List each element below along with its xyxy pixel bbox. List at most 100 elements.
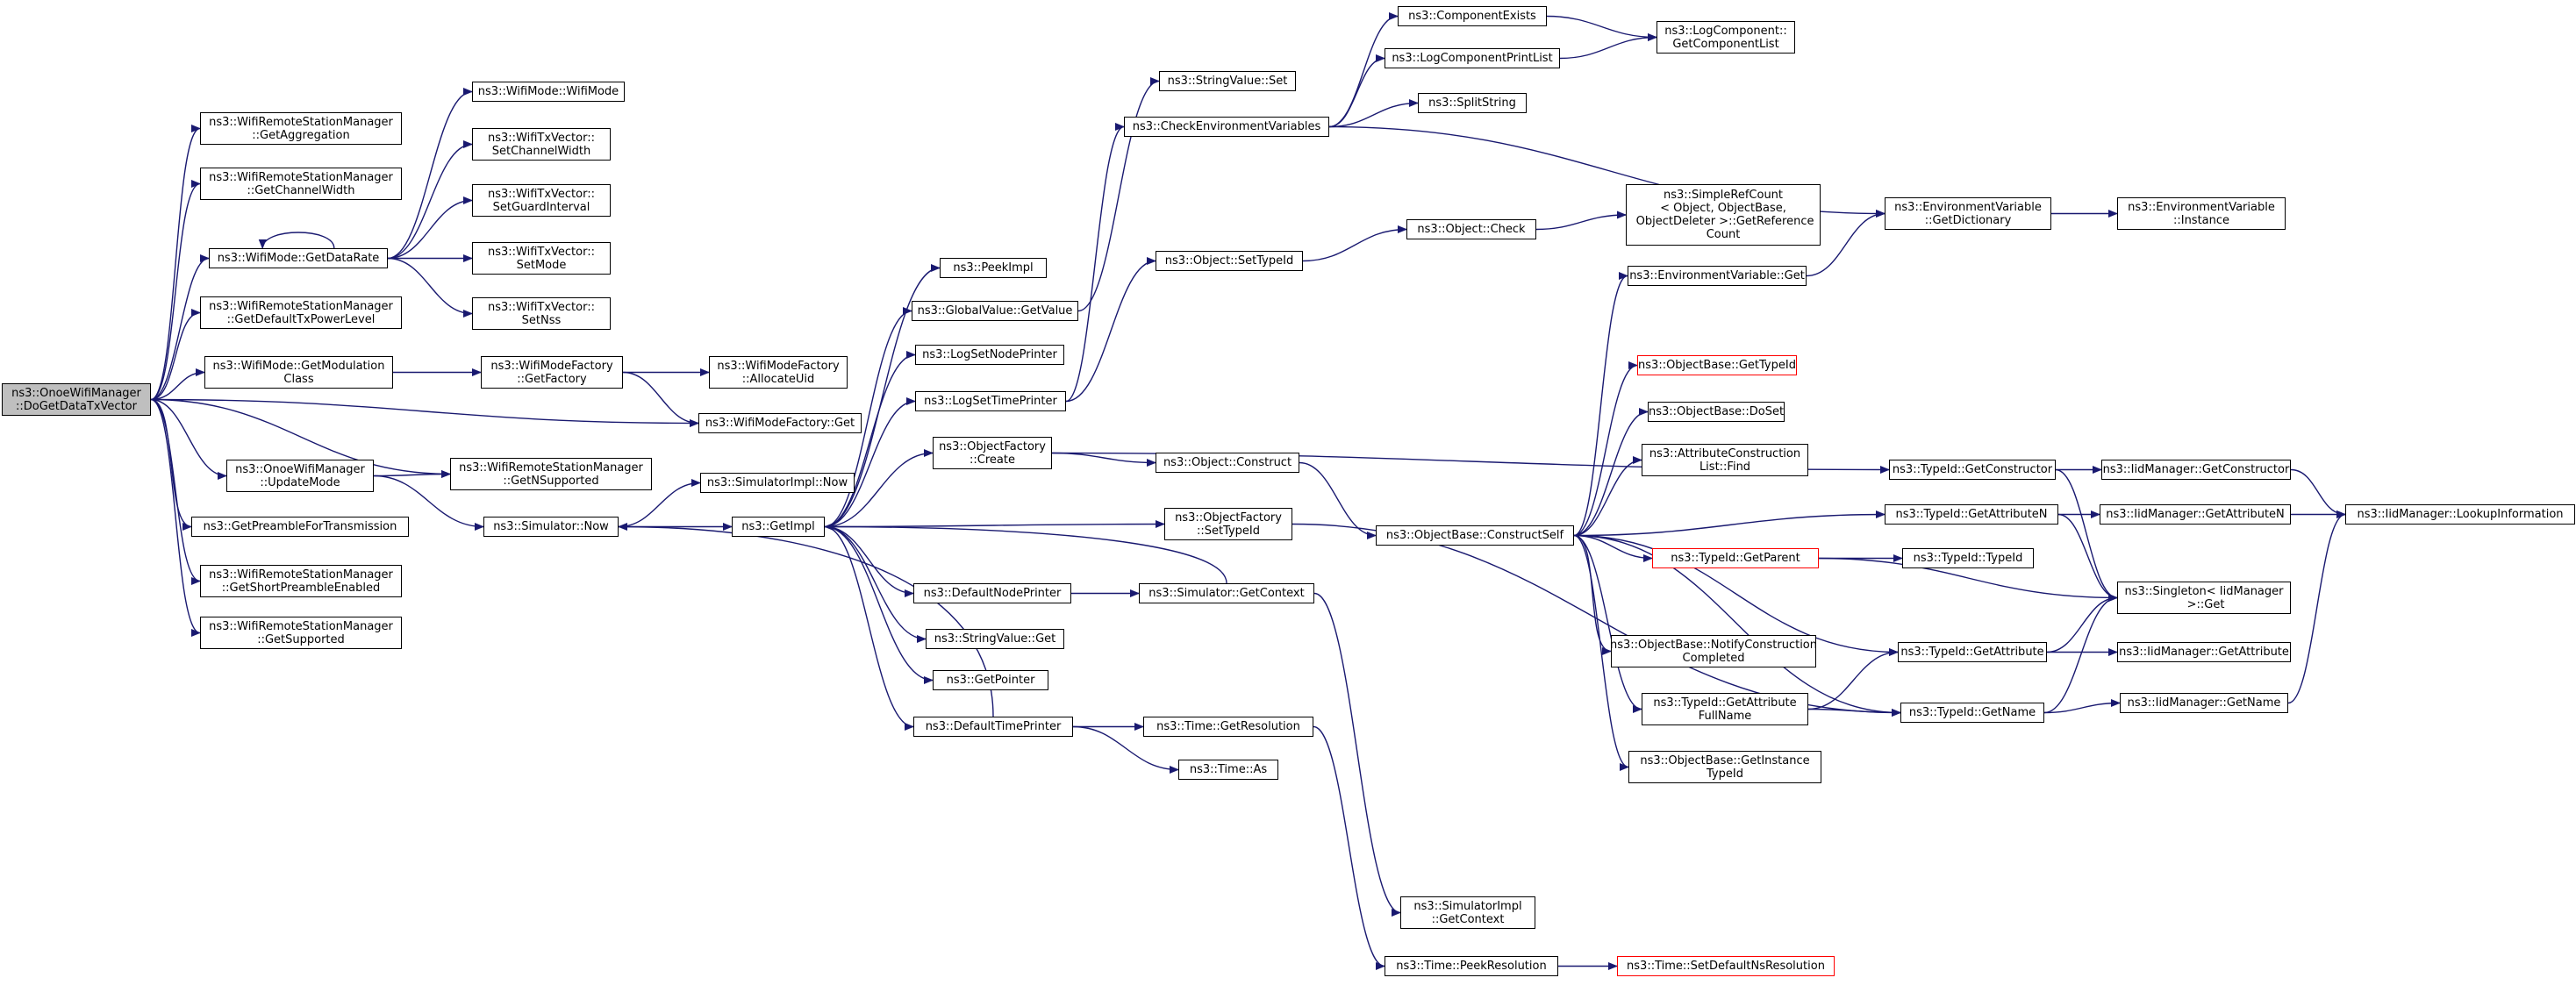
node-ob-get-type-id[interactable]: ns3::ObjectBase::GetTypeId — [1637, 355, 1797, 375]
node-get-mod-class[interactable]: ns3::WifiMode::GetModulation Class — [204, 356, 393, 389]
node-get-aggregation[interactable]: ns3::WifiRemoteStationManager ::GetAggre… — [200, 112, 402, 145]
edge-checkEnv-to-splitString — [1328, 99, 1420, 128]
node-factory-get[interactable]: ns3::WifiModeFactory::Get — [698, 413, 862, 433]
node-get-preamble[interactable]: ns3::GetPreambleForTransmission — [191, 517, 409, 537]
node-get-short-preamble[interactable]: ns3::WifiRemoteStationManager ::GetShort… — [200, 565, 402, 597]
edge-iidGetCtor-to-iidLookup — [2290, 468, 2347, 518]
node-get-impl[interactable]: ns3::GetImpl — [732, 517, 825, 537]
edge-tidGetAttrN-to-singletonGet — [2057, 513, 2119, 602]
node-time-peek-res[interactable]: ns3::Time::PeekResolution — [1385, 956, 1558, 976]
edge-tidGetName-to-singletonGet — [2043, 594, 2119, 714]
edge-getImpl-to-ofSetTypeId — [824, 520, 1166, 528]
node-sim-impl-get-ctx[interactable]: ns3::SimulatorImpl ::GetContext — [1400, 896, 1535, 929]
node-tid-get-attr-n[interactable]: ns3::TypeId::GetAttributeN — [1885, 504, 2058, 525]
edge-getImpl-to-getPointer — [824, 525, 934, 684]
edge-getImpl-to-logSetTime — [824, 397, 917, 528]
node-component-exists[interactable]: ns3::ComponentExists — [1398, 6, 1547, 26]
node-attr-cons-find[interactable]: ns3::AttributeConstruction List::Find — [1642, 444, 1808, 476]
node-ob-notify[interactable]: ns3::ObjectBase::NotifyConstruction Comp… — [1610, 635, 1817, 667]
node-wifi-mode-ctor[interactable]: ns3::WifiMode::WifiMode — [472, 82, 625, 102]
edge-root-to-getSupported — [150, 398, 202, 637]
node-def-time-printer[interactable]: ns3::DefaultTimePrinter — [913, 717, 1073, 737]
node-singleton-get[interactable]: ns3::Singleton< IidManager >::Get — [2117, 582, 2291, 614]
edge-tidGetAttr-to-singletonGet — [2046, 594, 2119, 653]
node-env-get[interactable]: ns3::EnvironmentVariable::Get — [1628, 266, 1807, 286]
node-def-node-printer[interactable]: ns3::DefaultNodePrinter — [913, 583, 1071, 603]
node-get-default-tx-power[interactable]: ns3::WifiRemoteStationManager ::GetDefau… — [200, 296, 402, 329]
node-peek-impl[interactable]: ns3::PeekImpl — [940, 258, 1047, 278]
edge-tidGetParent-to-singletonGet — [1818, 557, 2119, 602]
edge-tidGetAttrFull-to-tidGetName — [1807, 708, 1902, 717]
edge-simGetContext-to-simImplGetCtx — [1313, 592, 1402, 917]
edge-tidGetCtor-to-singletonGet — [2055, 468, 2119, 602]
node-root[interactable]: ns3::OnoeWifiManager ::DoGetDataTxVector — [2, 383, 151, 416]
node-tid-get-attr-full[interactable]: ns3::TypeId::GetAttribute FullName — [1642, 693, 1808, 725]
node-check-env[interactable]: ns3::CheckEnvironmentVariables — [1124, 117, 1329, 137]
node-get-factory[interactable]: ns3::WifiModeFactory ::GetFactory — [481, 356, 623, 389]
node-log-set-node[interactable]: ns3::LogSetNodePrinter — [915, 345, 1064, 365]
node-sim-now[interactable]: ns3::Simulator::Now — [483, 517, 619, 537]
node-env-instance[interactable]: ns3::EnvironmentVariable ::Instance — [2117, 197, 2286, 230]
node-iid-get-ctor[interactable]: ns3::IidManager::GetConstructor — [2101, 460, 2291, 480]
node-tid-get-parent[interactable]: ns3::TypeId::GetParent — [1652, 548, 1819, 568]
node-simple-ref-count[interactable]: ns3::SimpleRefCount < Object, ObjectBase… — [1626, 184, 1821, 246]
node-log-set-time[interactable]: ns3::LogSetTimePrinter — [915, 391, 1066, 411]
node-string-value-set[interactable]: ns3::StringValue::Set — [1159, 71, 1296, 91]
node-obj-factory-create[interactable]: ns3::ObjectFactory ::Create — [933, 437, 1052, 469]
node-time-get-res[interactable]: ns3::Time::GetResolution — [1143, 717, 1313, 737]
edge-root-to-getChannelWidth — [150, 180, 202, 401]
node-iid-lookup[interactable]: ns3::IidManager::LookupInformation — [2345, 504, 2575, 525]
node-tid-get-name[interactable]: ns3::TypeId::GetName — [1900, 703, 2044, 723]
node-obj-set-type-id[interactable]: ns3::Object::SetTypeId — [1156, 251, 1303, 271]
node-sim-impl-now[interactable]: ns3::SimulatorImpl::Now — [700, 473, 855, 493]
node-iid-get-attr-n[interactable]: ns3::IidManager::GetAttributeN — [2100, 504, 2291, 525]
edge-updateMode-to-getNSupported — [373, 470, 452, 478]
node-obj-construct[interactable]: ns3::Object::Construct — [1156, 453, 1299, 473]
node-tid-get-attr[interactable]: ns3::TypeId::GetAttribute — [1898, 642, 2047, 662]
edge-checkEnv-to-componentExists — [1328, 12, 1399, 128]
edge-envGet-to-envGetDict — [1806, 210, 1886, 277]
edge-constructSelf-to-attrConsFind — [1573, 456, 1643, 537]
edge-getImpl-to-logSetNode — [824, 351, 917, 528]
node-iid-get-attr[interactable]: ns3::IidManager::GetAttribute — [2117, 642, 2291, 662]
node-obj-check[interactable]: ns3::Object::Check — [1406, 219, 1536, 239]
node-set-mode[interactable]: ns3::WifiTxVector:: SetMode — [472, 242, 611, 275]
node-construct-self[interactable]: ns3::ObjectBase::ConstructSelf — [1376, 525, 1574, 546]
edge-root-to-getPreamble — [150, 398, 193, 531]
node-of-set-type-id[interactable]: ns3::ObjectFactory ::SetTypeId — [1164, 508, 1292, 540]
node-split-string[interactable]: ns3::SplitString — [1418, 93, 1527, 113]
node-set-nss[interactable]: ns3::WifiTxVector:: SetNss — [472, 297, 611, 330]
node-get-channel-width[interactable]: ns3::WifiRemoteStationManager ::GetChann… — [200, 168, 402, 200]
edge-logSetTime-to-checkEnv — [1065, 123, 1126, 403]
edge-constructSelf-to-tidGetAttrN — [1573, 510, 1886, 537]
node-time-as[interactable]: ns3::Time::As — [1178, 760, 1278, 780]
node-log-comp-print-list[interactable]: ns3::LogComponentPrintList — [1385, 48, 1560, 68]
node-gv-get-value[interactable]: ns3::GlobalValue::GetValue — [912, 301, 1078, 321]
node-set-channel-width[interactable]: ns3::WifiTxVector:: SetChannelWidth — [472, 128, 611, 161]
edge-constructSelf-to-obGetInstTid — [1573, 534, 1630, 771]
edge-root-to-getAggregation — [150, 125, 202, 401]
node-set-def-ns-res[interactable]: ns3::Time::SetDefaultNsResolution — [1617, 956, 1835, 976]
node-string-value-get[interactable]: ns3::StringValue::Get — [926, 629, 1064, 649]
node-get-n-supported[interactable]: ns3::WifiRemoteStationManager ::GetNSupp… — [450, 458, 652, 490]
node-log-comp-get-list[interactable]: ns3::LogComponent:: GetComponentList — [1657, 21, 1795, 54]
node-sim-get-context[interactable]: ns3::Simulator::GetContext — [1139, 583, 1314, 603]
node-ob-do-set[interactable]: ns3::ObjectBase::DoSet — [1648, 402, 1785, 422]
node-iid-get-name[interactable]: ns3::IidManager::GetName — [2120, 693, 2288, 713]
edge-gvGetValue-to-stringValueSet — [1077, 77, 1161, 312]
node-tid-type-id[interactable]: ns3::TypeId::TypeId — [1902, 548, 2034, 568]
node-get-data-rate[interactable]: ns3::WifiMode::GetDataRate — [209, 248, 388, 268]
node-set-guard-interval[interactable]: ns3::WifiTxVector:: SetGuardInterval — [472, 184, 611, 217]
node-env-get-dict[interactable]: ns3::EnvironmentVariable ::GetDictionary — [1885, 197, 2051, 230]
node-get-supported[interactable]: ns3::WifiRemoteStationManager ::GetSuppo… — [200, 617, 402, 649]
node-get-pointer[interactable]: ns3::GetPointer — [933, 670, 1048, 690]
node-update-mode[interactable]: ns3::OnoeWifiManager ::UpdateMode — [226, 460, 374, 492]
node-ob-get-inst-tid[interactable]: ns3::ObjectBase::GetInstance TypeId — [1628, 751, 1821, 783]
edge-getDataRate-to-setGuardInterval — [387, 196, 474, 260]
edge-objFactoryCreate-to-objConstruct — [1051, 452, 1157, 467]
node-tid-get-ctor[interactable]: ns3::TypeId::GetConstructor — [1889, 460, 2056, 480]
edge-objConstruct-to-constructSelf — [1299, 461, 1377, 539]
node-allocate-uid[interactable]: ns3::WifiModeFactory ::AllocateUid — [709, 356, 848, 389]
edge-root-to-getDefaultTxPower — [150, 309, 202, 401]
